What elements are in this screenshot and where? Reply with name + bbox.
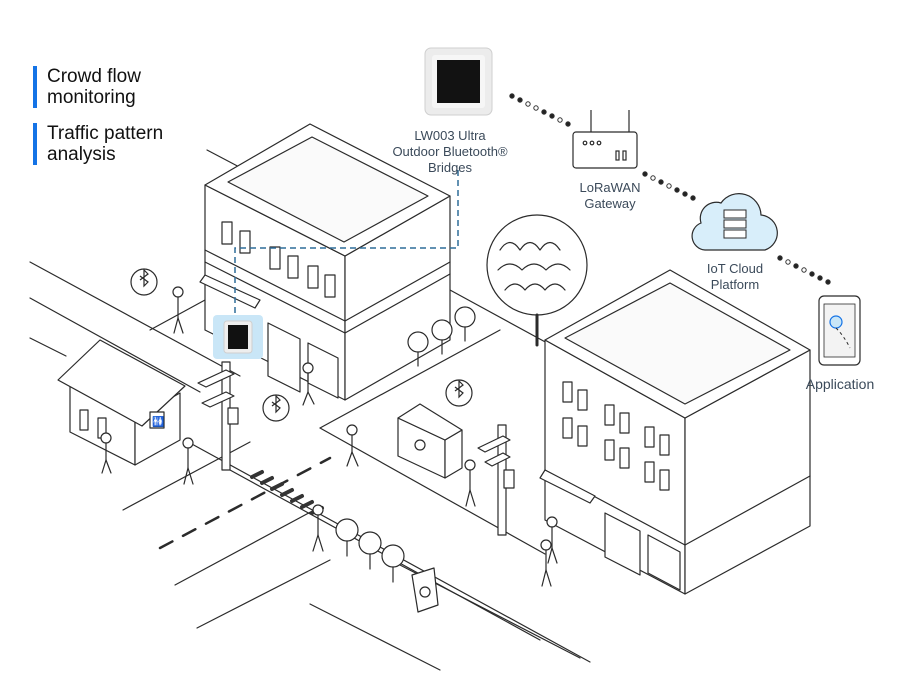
big-tree <box>486 214 588 347</box>
feature-traffic-pattern: Traffic pattern analysis <box>33 123 163 165</box>
connection-dots <box>509 93 831 285</box>
installed-bridge-device <box>213 315 263 359</box>
cloud-label: IoT Cloud Platform <box>706 261 764 292</box>
bridge-install-link <box>234 170 459 318</box>
application-label: Application <box>805 376 875 392</box>
left-building <box>199 123 451 401</box>
bluetooth-icon <box>262 394 290 422</box>
bluetooth-icon <box>130 268 158 296</box>
small-trees <box>335 306 476 583</box>
dumpster <box>397 403 463 479</box>
signpost-right <box>477 424 515 536</box>
lw003-bridge-device <box>424 47 493 116</box>
people <box>100 286 558 587</box>
gateway-label: LoRaWAN Gateway <box>579 180 641 211</box>
bridge-label: LW003 Ultra Outdoor Bluetooth® Bridges <box>392 128 508 175</box>
signpost-left <box>197 361 239 471</box>
recycle-bin <box>411 567 439 613</box>
right-building <box>539 269 811 595</box>
wifi-router-icon <box>572 110 638 169</box>
phone-map-icon <box>818 295 861 366</box>
cloud-server-icon <box>691 193 778 251</box>
bluetooth-icon <box>445 379 473 407</box>
restroom-house: 🚻 <box>57 339 186 466</box>
svg-text:🚻: 🚻 <box>152 415 164 428</box>
feature-crowd-flow: Crowd flow monitoring <box>33 66 141 108</box>
